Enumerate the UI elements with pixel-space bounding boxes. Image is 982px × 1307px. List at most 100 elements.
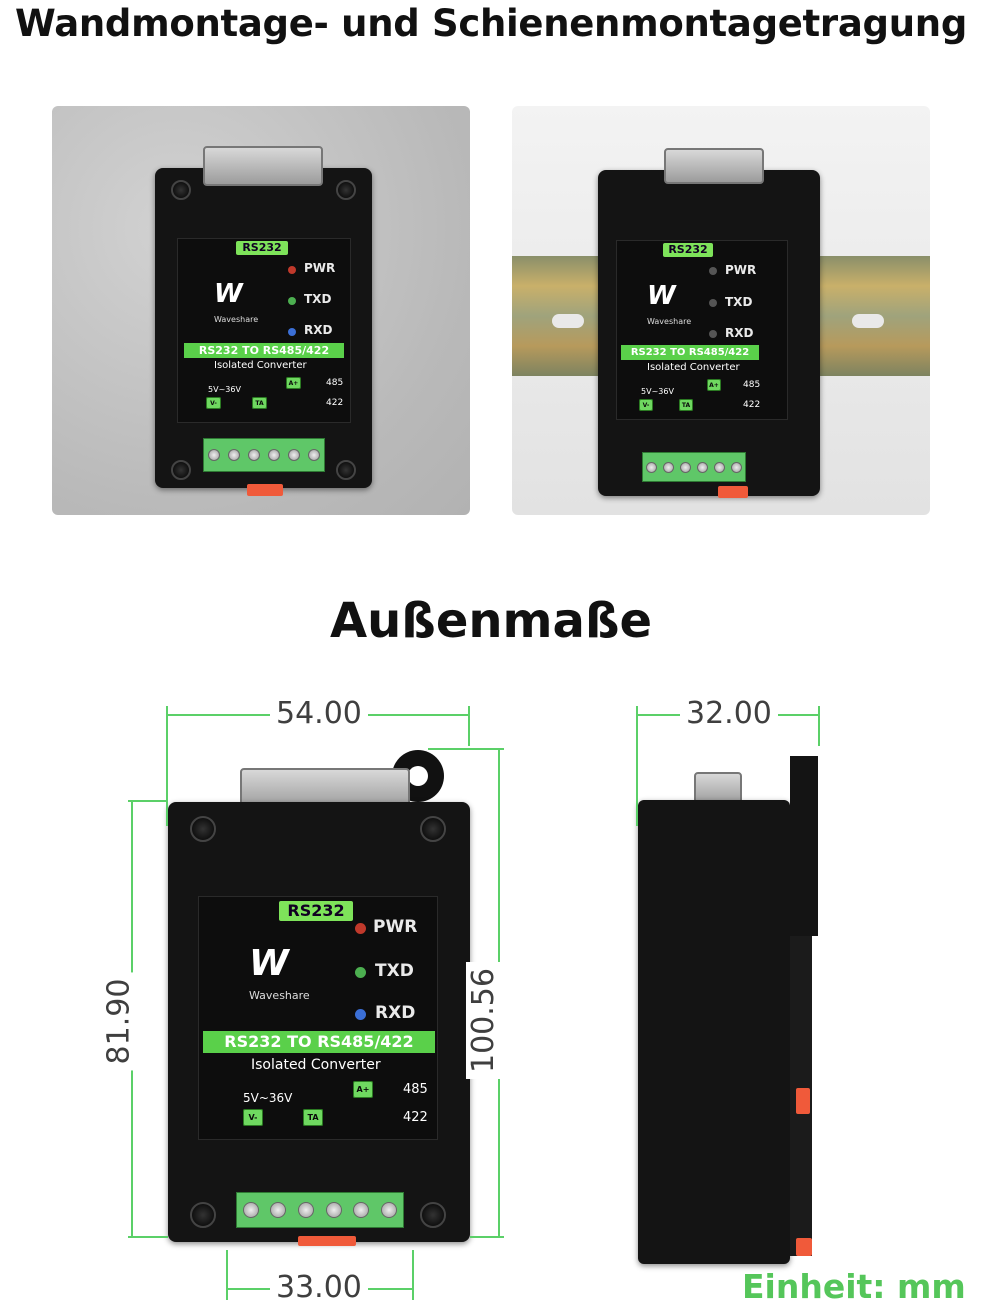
terminal-block [236, 1192, 404, 1228]
rs485-label: 485 [403, 1082, 428, 1097]
voltage-label: 5V~36V [208, 385, 241, 394]
screw-icon [288, 449, 300, 461]
screw-icon [731, 461, 742, 473]
model-bar: RS232 TO RS485/422 [203, 1031, 435, 1053]
model-bar: RS232 TO RS485/422 [184, 343, 344, 358]
screw-icon [270, 1202, 287, 1218]
interface-badge: RS232 [236, 241, 288, 255]
model-bar: RS232 TO RS485/422 [621, 345, 759, 360]
screw-icon [663, 461, 674, 473]
din-clip [796, 1238, 812, 1256]
mounting-heading: Wandmontage- und Schienenmontagetragung [15, 2, 967, 45]
pwr-led [355, 923, 366, 934]
mount-hole [171, 180, 191, 200]
rxd-label: RXD [375, 1003, 416, 1023]
screw-icon [308, 449, 320, 461]
screw-icon [714, 461, 725, 473]
rs422-label: 422 [743, 400, 761, 410]
rxd-label: RXD [725, 326, 754, 340]
pin-v-minus: V- [206, 397, 221, 409]
brand-name: Waveshare [647, 317, 692, 326]
mount-hole [190, 1202, 216, 1228]
db9-connector [203, 146, 323, 186]
pin-ta: TA [252, 397, 267, 409]
rs485-label: 485 [326, 378, 344, 388]
txd-label: TXD [304, 292, 332, 306]
dim-extension [128, 800, 168, 802]
dim-extension [428, 748, 504, 750]
rs422-label: 422 [403, 1110, 428, 1125]
pin-a-plus: A+ [286, 377, 301, 389]
db9-connector [664, 148, 764, 184]
subtitle: Isolated Converter [251, 1057, 381, 1073]
dim-extension [128, 1236, 168, 1238]
dimensions-heading: Außenmaße [329, 593, 653, 649]
unit-label: Einheit: mm [742, 1267, 966, 1306]
interface-badge: RS232 [663, 243, 713, 257]
pin-ta: TA [679, 399, 693, 411]
interface-badge: RS232 [279, 901, 353, 921]
txd-led [709, 299, 717, 307]
txd-led [355, 967, 366, 978]
dim-extension [818, 706, 820, 746]
front-panel: RS232 PWR TXD RXD W Waveshare RS232 TO R… [198, 896, 438, 1140]
screw-icon [268, 449, 280, 461]
rxd-led [709, 330, 717, 338]
pwr-led [288, 266, 296, 274]
pwr-label: PWR [725, 263, 757, 277]
brand-name: Waveshare [214, 315, 259, 324]
screw-icon [697, 461, 708, 473]
dim-width-terminal: 33.00 [270, 1270, 368, 1305]
subtitle: Isolated Converter [214, 360, 307, 371]
dim-extension [412, 1250, 414, 1300]
wall-mount-photo: RS232 PWR TXD RXD W Waveshare RS232 TO R… [52, 106, 470, 515]
mount-tab-hole [408, 766, 428, 786]
screw-icon [298, 1202, 315, 1218]
din-clip [718, 486, 748, 498]
pin-v-minus: V- [243, 1109, 263, 1126]
rail-slot [552, 314, 584, 328]
mount-hole [336, 180, 356, 200]
front-panel: RS232 PWR TXD RXD W Waveshare RS232 TO R… [177, 238, 351, 423]
mount-hole [190, 816, 216, 842]
converter-device: RS232 PWR TXD RXD W Waveshare RS232 TO R… [598, 148, 820, 498]
pwr-label: PWR [304, 261, 336, 275]
din-rail-photo: RS232 PWR TXD RXD W Waveshare RS232 TO R… [512, 106, 930, 515]
voltage-label: 5V~36V [243, 1091, 293, 1105]
dim-extension [166, 706, 168, 826]
rail-slot [852, 314, 884, 328]
screw-icon [680, 461, 691, 473]
pin-v-minus: V- [639, 399, 653, 411]
screw-icon [228, 449, 240, 461]
dim-width-side: 32.00 [680, 696, 778, 731]
screw-icon [381, 1202, 398, 1218]
rs422-label: 422 [326, 398, 344, 408]
mount-hole [336, 460, 356, 480]
dim-extension [470, 1236, 504, 1238]
terminal-block [203, 438, 325, 472]
txd-led [288, 297, 296, 305]
screw-icon [208, 449, 220, 461]
pwr-label: PWR [373, 917, 418, 937]
rxd-label: RXD [304, 323, 333, 337]
terminal-block [642, 452, 746, 482]
din-clip [796, 1088, 810, 1114]
voltage-label: 5V~36V [641, 387, 674, 396]
screw-icon [325, 1202, 342, 1218]
subtitle: Isolated Converter [647, 362, 740, 373]
dim-extension [226, 1250, 228, 1300]
rs485-label: 485 [743, 380, 761, 390]
screw-icon [353, 1202, 370, 1218]
dim-height-total: 100.56 [465, 962, 501, 1079]
dim-extension [468, 706, 470, 746]
pin-a-plus: A+ [353, 1081, 373, 1098]
din-clip [298, 1236, 356, 1246]
screw-icon [248, 449, 260, 461]
dim-height-body: 81.90 [101, 972, 137, 1071]
pin-ta: TA [303, 1109, 323, 1126]
din-clip [247, 484, 283, 496]
screw-icon [242, 1202, 259, 1218]
pwr-led [709, 267, 717, 275]
brand-name: Waveshare [249, 989, 310, 1002]
converter-device: RS232 PWR TXD RXD W Waveshare RS232 TO R… [155, 146, 372, 496]
